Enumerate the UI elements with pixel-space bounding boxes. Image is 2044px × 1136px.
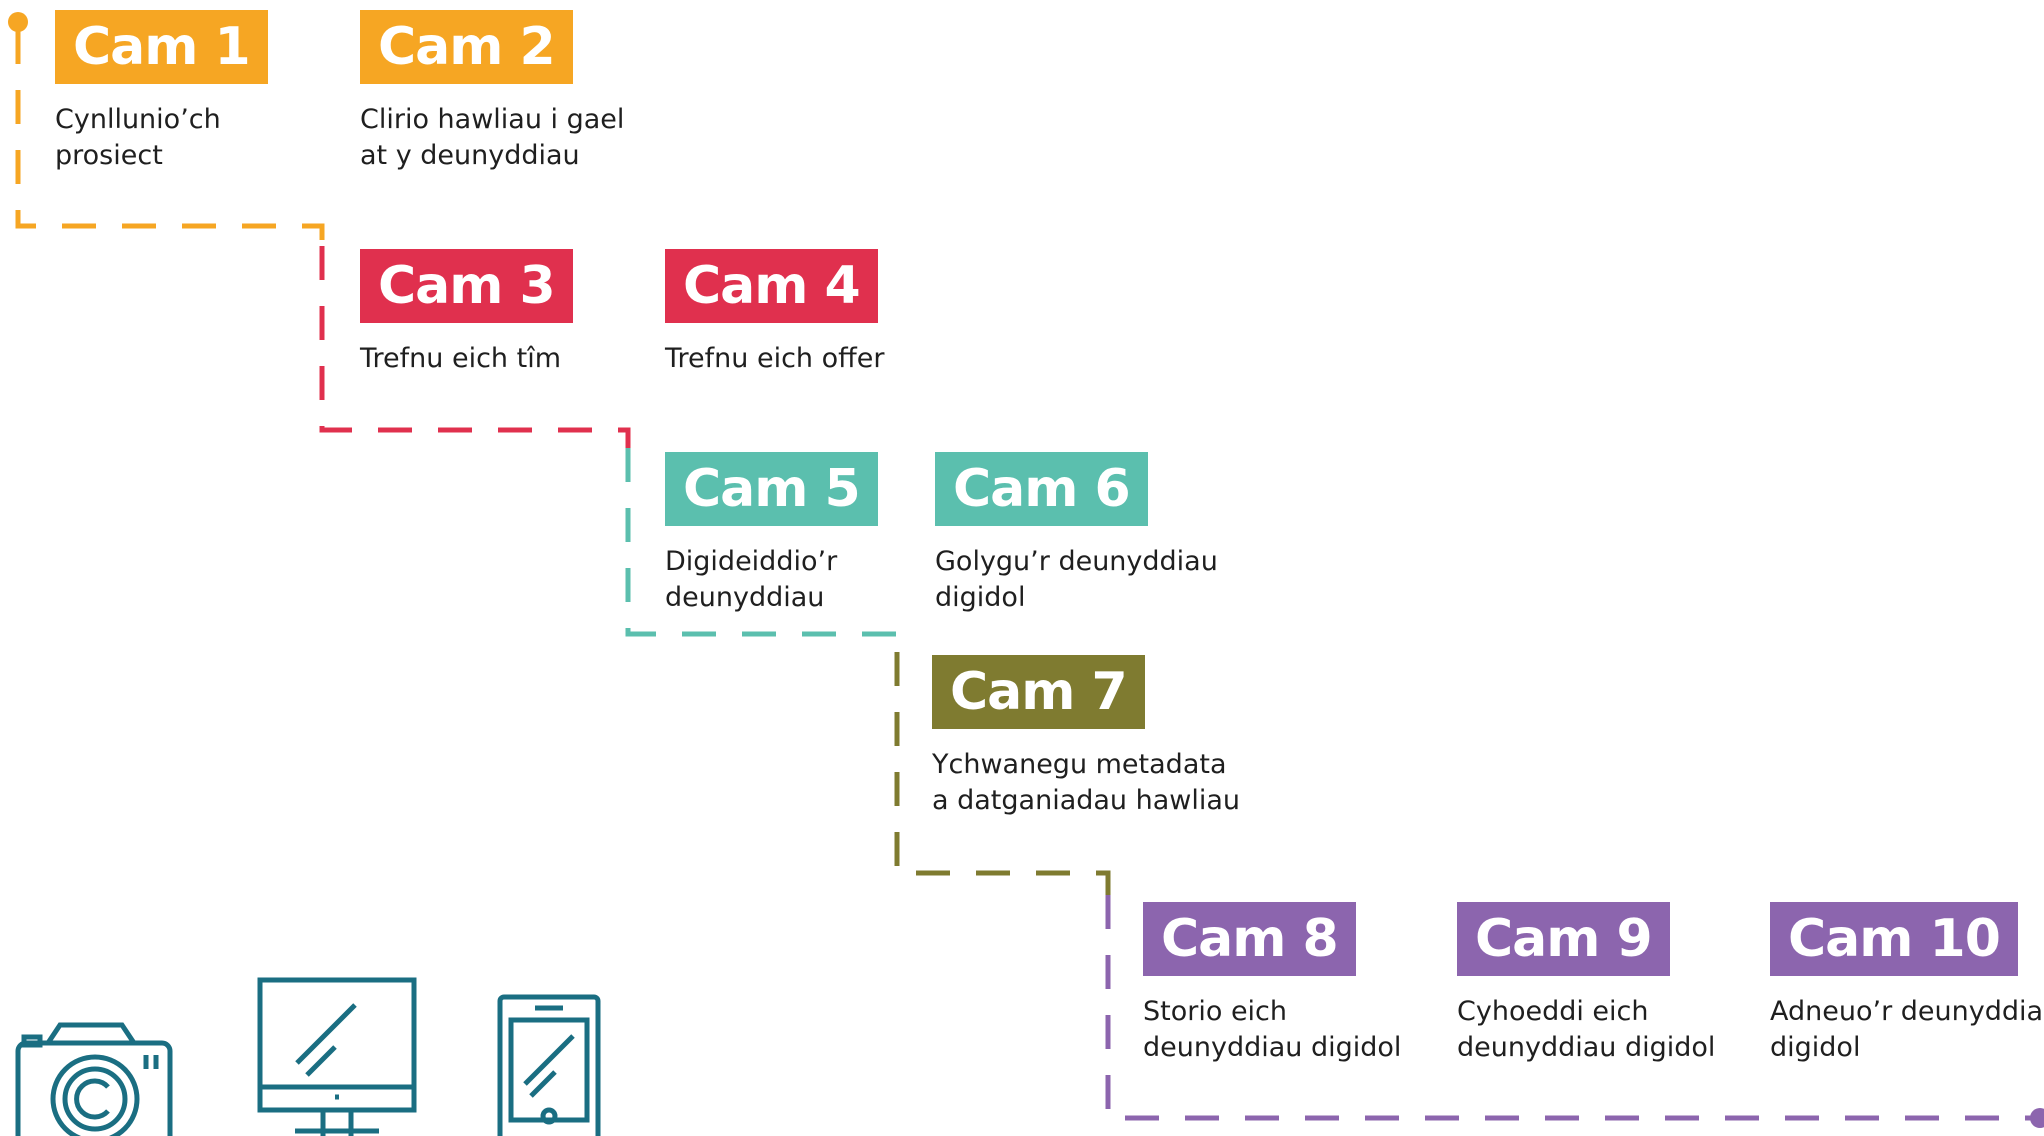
step-5: Cam 5 Digideiddio’r deunyddiau [665, 452, 878, 616]
path-start-dot [8, 12, 28, 32]
step-3: Cam 3 Trefnu eich tîm [360, 249, 573, 377]
monitor-icon [257, 977, 417, 1136]
step-6: Cam 6 Golygu’r deunyddiau digidol [935, 452, 1218, 616]
desc-line: deunyddiau digidol [1457, 1032, 1716, 1063]
step-badge: Cam 1 [55, 10, 268, 84]
desc-line: at y deunyddiau [360, 140, 580, 171]
step-badge: Cam 6 [935, 452, 1148, 526]
step-badge: Cam 10 [1770, 902, 2018, 976]
desc-line: Trefnu eich offer [665, 343, 885, 374]
path-end-dot [2030, 1108, 2044, 1128]
desc-line: Storio eich [1143, 996, 1288, 1027]
camera-icon [15, 1022, 173, 1136]
step-badge: Cam 2 [360, 10, 573, 84]
step-badge: Cam 5 [665, 452, 878, 526]
connector-segment-orange [15, 30, 325, 246]
connector-segment-purple [1105, 895, 2044, 1121]
desc-line: Ychwanegu metadata [932, 749, 1227, 780]
step-description: Trefnu eich offer [665, 341, 884, 377]
step-4: Cam 4 Trefnu eich offer [665, 249, 884, 377]
step-description: Trefnu eich tîm [360, 341, 573, 377]
desc-line: Trefnu eich tîm [360, 343, 561, 374]
desc-line: Golygu’r deunyddiau [935, 546, 1218, 577]
step-description: Cyhoeddi eich deunyddiau digidol [1457, 994, 1715, 1066]
step-description: Storio eich deunyddiau digidol [1143, 994, 1401, 1066]
desc-line: Adneuo’r deunyddiau [1770, 996, 2044, 1027]
connector-segment-teal [625, 448, 900, 652]
desc-line: digidol [1770, 1032, 1861, 1063]
desc-line: Cyhoeddi eich [1457, 996, 1649, 1027]
step-9: Cam 9 Cyhoeddi eich deunyddiau digidol [1457, 902, 1715, 1066]
step-2: Cam 2 Clirio hawliau i gael at y deunydd… [360, 10, 624, 174]
step-description: Ychwanegu metadata a datganiadau hawliau [932, 747, 1240, 819]
desc-line: prosiect [55, 140, 163, 171]
step-1: Cam 1 Cynllunio’ch prosiect [55, 10, 268, 174]
desc-line: deunyddiau [665, 582, 825, 613]
step-description: Adneuo’r deunyddiau digidol [1770, 994, 2044, 1066]
step-description: Digideiddio’r deunyddiau [665, 544, 878, 616]
step-7: Cam 7 Ychwanegu metadata a datganiadau h… [932, 655, 1240, 819]
step-badge: Cam 4 [665, 249, 878, 323]
step-8: Cam 8 Storio eich deunyddiau digidol [1143, 902, 1401, 1066]
step-description: Cynllunio’ch prosiect [55, 102, 268, 174]
step-badge: Cam 7 [932, 655, 1145, 729]
step-description: Golygu’r deunyddiau digidol [935, 544, 1218, 616]
desc-line: digidol [935, 582, 1026, 613]
connector-segment-olive [894, 652, 1111, 895]
desc-line: Clirio hawliau i gael [360, 104, 625, 135]
tablet-icon [497, 994, 601, 1136]
step-badge: Cam 3 [360, 249, 573, 323]
step-10: Cam 10 Adneuo’r deunyddiau digidol [1770, 902, 2044, 1066]
desc-line: Cynllunio’ch [55, 104, 221, 135]
desc-line: Digideiddio’r [665, 546, 838, 577]
desc-line: a datganiadau hawliau [932, 785, 1241, 816]
step-badge: Cam 8 [1143, 902, 1356, 976]
connector-segment-red [319, 246, 631, 448]
step-badge: Cam 9 [1457, 902, 1670, 976]
desc-line: deunyddiau digidol [1143, 1032, 1402, 1063]
step-description: Clirio hawliau i gael at y deunyddiau [360, 102, 624, 174]
